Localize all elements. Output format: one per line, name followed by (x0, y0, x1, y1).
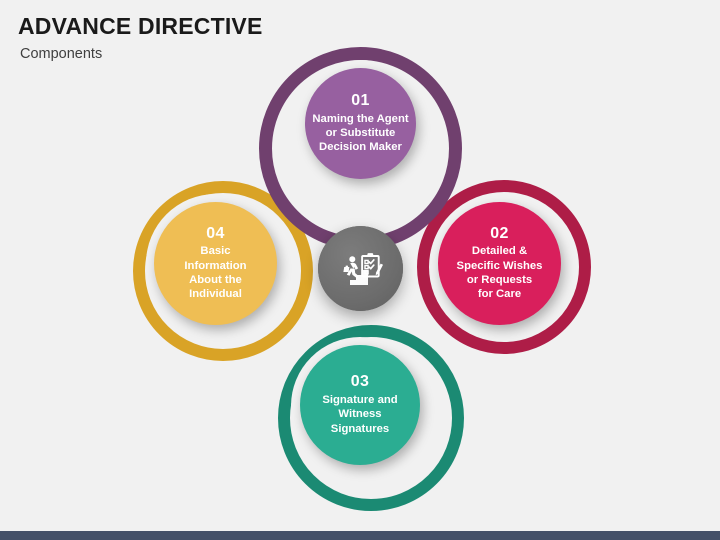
node-03-number: 03 (350, 373, 370, 391)
page-subtitle: Components (20, 46, 103, 63)
node-01-number: 01 (351, 91, 370, 109)
node-02-label-line: for Care (477, 288, 522, 301)
node-01-label-line: or Substitute (325, 126, 396, 139)
person-climbing-stairs-with-checklist-icon (337, 245, 385, 293)
page-title: ADVANCE DIRECTIVE (18, 13, 263, 39)
node-04-label-line: Information (184, 259, 247, 272)
footer-bar (0, 531, 720, 540)
node-04-disc[interactable]: 04 Basic Information About the Individua… (154, 202, 277, 325)
slide-header: ADVANCE DIRECTIVE Components (18, 13, 263, 63)
node-01-disc[interactable]: 01 Naming the Agent or Substitute Decisi… (305, 68, 416, 179)
node-02-label-line: or Requests (466, 273, 533, 286)
node-02-label: Detailed & Specific Wishes or Requests f… (450, 244, 550, 301)
node-02-label-line: Specific Wishes (456, 259, 543, 272)
node-01-label-line: Naming the Agent (312, 112, 409, 125)
node-03-label-line: Signature and (322, 394, 398, 407)
diagram-center-hub[interactable] (318, 226, 403, 311)
node-04-label-line: About the (189, 273, 242, 286)
node-04-number: 04 (206, 224, 225, 242)
node-02-disc[interactable]: 02 Detailed & Specific Wishes or Request… (438, 202, 561, 325)
node-01-label-line: Decision Maker (319, 141, 402, 153)
node-04-label: Basic Information About the Individual (177, 244, 253, 301)
hub-inner (318, 226, 403, 311)
node-03-label-line: Signatures (330, 422, 390, 435)
node-04-label-line: Individual (189, 288, 242, 301)
node-02-number: 02 (490, 224, 509, 242)
node-01-label: Naming the Agent or Substitute Decision … (305, 112, 415, 155)
node-03-label: Signature and Witness Signatures (315, 393, 404, 436)
node-04-label-line: Basic (200, 245, 231, 258)
node-02-label-line: Detailed & (471, 245, 528, 258)
node-03-disc[interactable]: 03 Signature and Witness Signatures (300, 345, 420, 465)
node-03-label-line: Witness (338, 408, 382, 421)
